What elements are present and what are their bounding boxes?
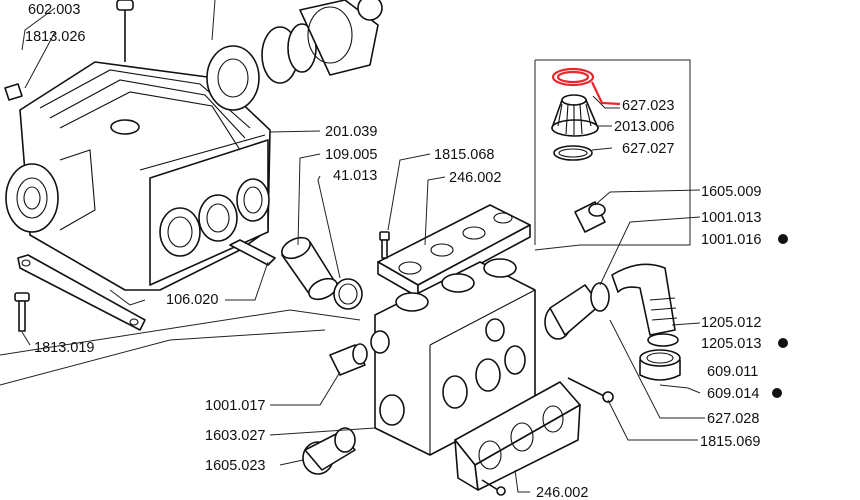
label-1813-026: 1813.026 <box>25 29 85 45</box>
bolt-1815-068 <box>379 231 390 259</box>
plug-1605-023 <box>302 427 356 475</box>
plunger-sleeve <box>281 236 338 301</box>
label-1001-013: 1001.013 <box>701 210 761 226</box>
label-246-002-top: 246.002 <box>449 170 501 186</box>
valve-seat-2013-006 <box>551 94 599 137</box>
label-41-013: 41.013 <box>333 168 377 184</box>
label-1205-013: 1205.013 <box>701 336 761 352</box>
bullet-1001-016 <box>778 234 788 244</box>
label-1605-023: 1605.023 <box>205 458 265 474</box>
label-627-028: 627.028 <box>707 411 759 427</box>
valve-assembly-box <box>534 59 691 251</box>
crankcase-rail <box>17 239 276 331</box>
highlight-leader-627-023 <box>591 81 621 106</box>
label-246-002-bottom: 246.002 <box>536 485 588 500</box>
oring-627-023 <box>551 67 595 87</box>
leader-lines <box>0 0 705 493</box>
label-109-005: 109.005 <box>325 147 377 163</box>
bolt-1813-019 <box>14 292 30 332</box>
label-1813-019: 1813.019 <box>34 340 94 356</box>
bullet-1205-013 <box>778 338 788 348</box>
label-1815-068: 1815.068 <box>434 147 494 163</box>
label-201-039: 201.039 <box>325 124 377 140</box>
label-1605-009: 1605.009 <box>701 184 761 200</box>
label-602-003: 602.003 <box>28 2 80 18</box>
oring-627-027 <box>553 145 593 161</box>
valve-plate-bottom <box>454 381 581 491</box>
label-609-011: 609.011 <box>707 364 758 380</box>
plug-1605-009 <box>574 201 606 233</box>
label-1001-016: 1001.016 <box>701 232 761 248</box>
seal-ring-41-013 <box>333 278 363 310</box>
bolt-1815-069 <box>481 377 614 496</box>
pump-head-manifold <box>370 258 536 456</box>
elbow-fitting <box>544 263 679 347</box>
label-1205-012: 1205.012 <box>701 315 761 331</box>
label-627-023: 627.023 <box>622 98 674 114</box>
label-609-014: 609.014 <box>707 386 759 402</box>
plug-1001-017 <box>329 343 368 376</box>
label-2013-006: 2013.006 <box>614 119 674 135</box>
label-1603-027: 1603.027 <box>205 428 265 444</box>
label-1001-017: 1001.017 <box>205 398 265 414</box>
part-labels: 602.003 1813.026 201.039 109.005 41.013 … <box>25 2 788 500</box>
left-shaft-bearing <box>5 149 96 233</box>
label-627-027: 627.027 <box>622 141 674 157</box>
bullet-609-014 <box>772 388 782 398</box>
crankcase-housing <box>4 0 271 291</box>
label-1815-069: 1815.069 <box>700 434 760 450</box>
top-bearing-cover <box>206 0 383 111</box>
label-106-020: 106.020 <box>166 292 218 308</box>
nut-609-011 <box>639 349 681 381</box>
